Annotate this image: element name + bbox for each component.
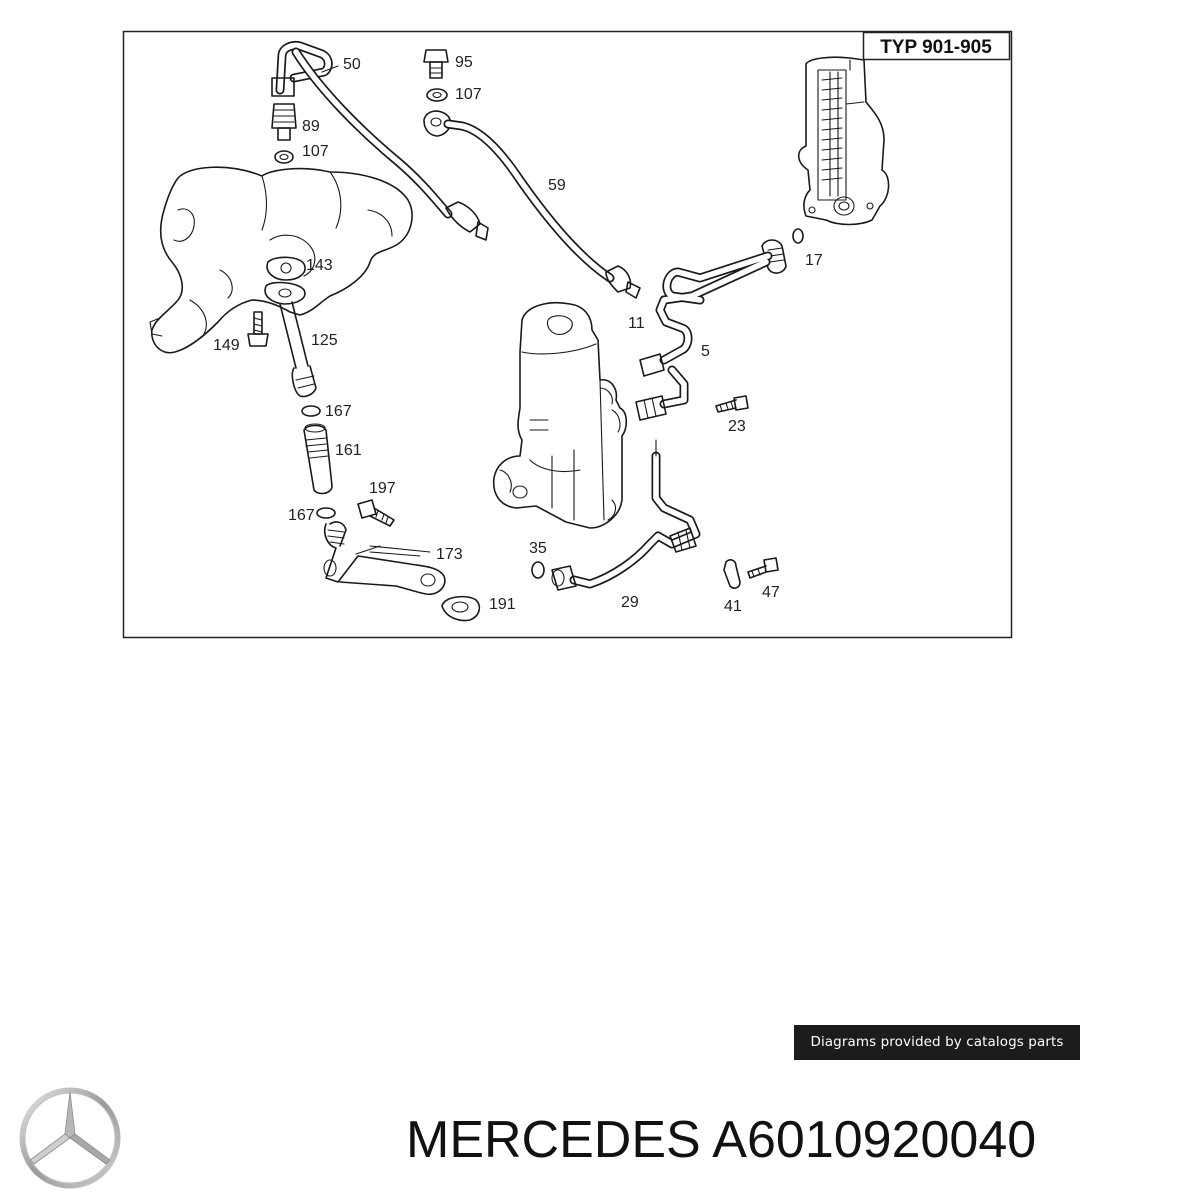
- bolt-23: [715, 395, 749, 413]
- part-labels: 50 95 107 89 107 59 17 143 11 125 149 5 …: [213, 54, 823, 615]
- diagram-credit-badge: Diagrams provided by catalogs parts: [794, 1025, 1080, 1060]
- gasket-191: [441, 595, 481, 622]
- oil-pipe-173: [323, 521, 446, 596]
- bolt-149: [247, 311, 269, 347]
- model-type-box: TYP 901-905: [862, 31, 1011, 61]
- label-167: 167: [325, 403, 352, 420]
- seal-ring-167-top: [301, 405, 321, 417]
- label-173: 173: [436, 546, 463, 563]
- label-23: 23: [728, 418, 746, 435]
- part-title: MERCEDES A6010920040: [406, 1110, 1196, 1170]
- label-41: 41: [724, 598, 742, 615]
- bolt-197: [357, 499, 395, 527]
- label-197: 197: [369, 480, 396, 497]
- union-fitting-89: [271, 103, 297, 141]
- seal-ring-167-bottom: [316, 507, 336, 519]
- seal-ring-35: [531, 561, 545, 579]
- label-47: 47: [762, 584, 780, 601]
- mercedes-star-icon: [19, 1087, 121, 1189]
- oil-line-11-5: [635, 239, 787, 421]
- bracket-41: [723, 559, 741, 589]
- label-167: 167: [288, 507, 315, 524]
- label-5: 5: [701, 343, 710, 360]
- oil-line-29: [551, 451, 701, 591]
- label-107: 107: [455, 86, 482, 103]
- oil-return-tube-125: [279, 301, 317, 398]
- seal-ring-17: [792, 228, 804, 244]
- label-89: 89: [302, 118, 320, 135]
- part-number: A6010920040: [712, 1111, 1037, 1169]
- oil-line-59: [423, 110, 641, 299]
- label-95: 95: [455, 54, 473, 71]
- label-59: 59: [548, 177, 566, 194]
- label-35: 35: [529, 540, 547, 557]
- seal-ring-107-left: [274, 150, 294, 164]
- banjo-bolt-95: [423, 49, 449, 79]
- label-161: 161: [335, 442, 362, 459]
- turbocharger-drawing: [149, 166, 413, 354]
- label-11: 11: [628, 315, 645, 332]
- vacuum-pump-housing: [797, 56, 890, 226]
- leader-lines: [321, 65, 657, 557]
- oil-filter-body: [492, 302, 628, 529]
- seal-ring-107-right: [426, 88, 448, 102]
- label-191: 191: [489, 596, 516, 613]
- bolt-47: [747, 557, 779, 579]
- label-143: 143: [306, 257, 333, 274]
- hose-161: [303, 423, 333, 495]
- label-125: 125: [311, 332, 338, 349]
- label-50: 50: [343, 56, 361, 73]
- brand-name: MERCEDES: [406, 1111, 701, 1169]
- label-107: 107: [302, 143, 329, 160]
- model-type-label: TYP 901-905: [880, 37, 992, 58]
- label-149: 149: [213, 337, 240, 354]
- diagram-frame: [122, 30, 1013, 639]
- label-29: 29: [621, 594, 639, 611]
- label-17: 17: [805, 252, 823, 269]
- oil-line-50: [271, 41, 489, 241]
